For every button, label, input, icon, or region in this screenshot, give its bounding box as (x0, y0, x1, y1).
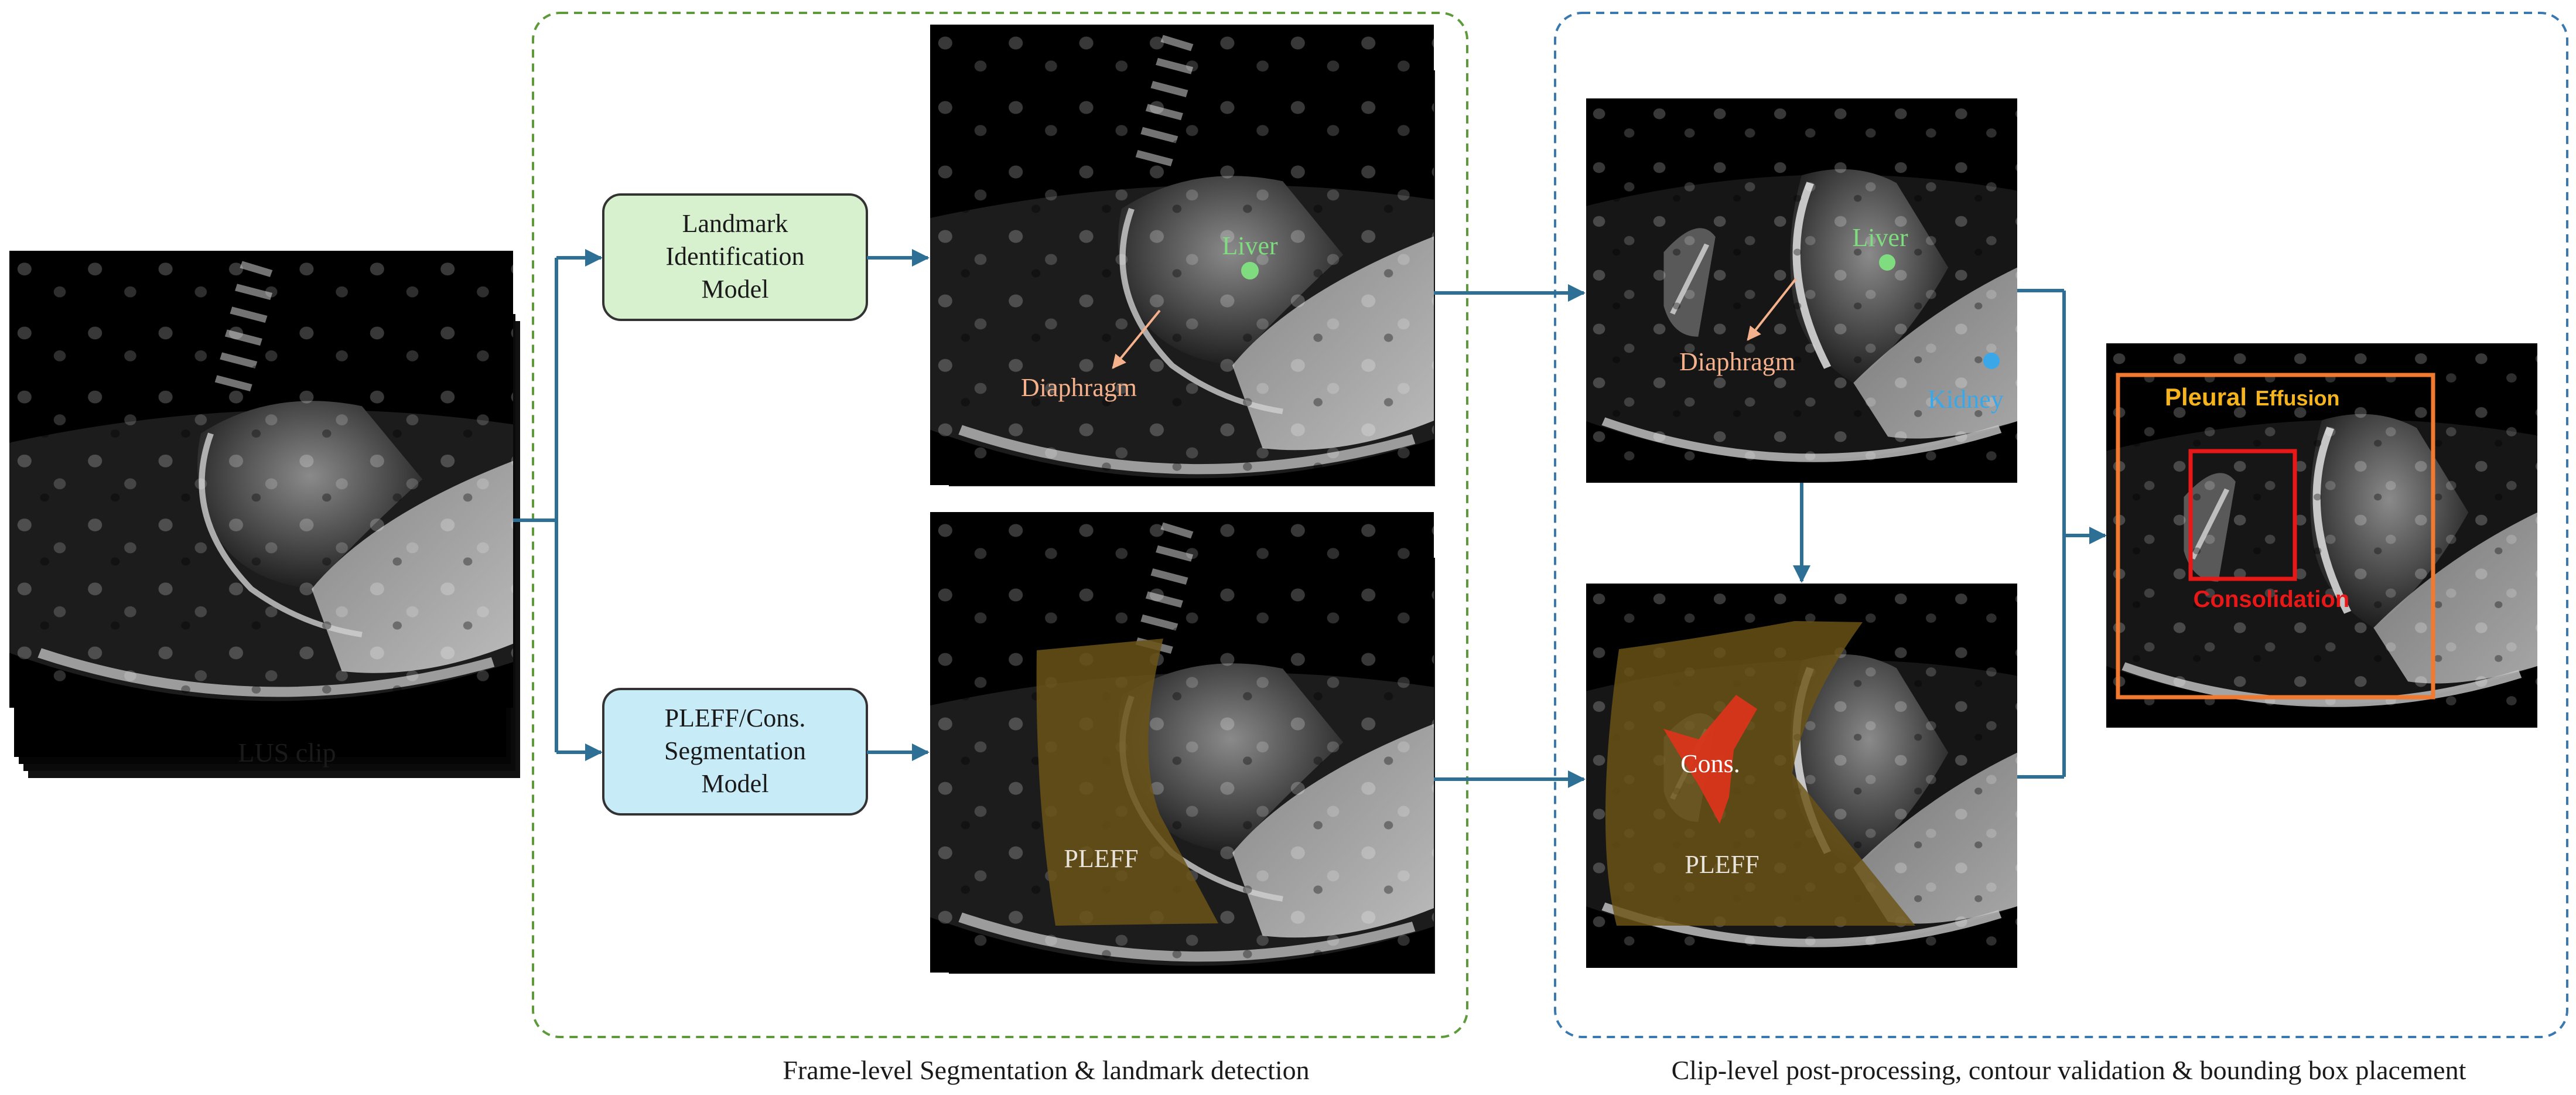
frame-landmark-image (930, 25, 1434, 485)
segmentation-model-line2: Segmentation (664, 736, 806, 765)
consolidation-label: Consolidation (2194, 586, 2350, 612)
segmentation-model-line1: PLEFF/Cons. (665, 704, 806, 732)
frame-pleff-label: PLEFF (1064, 844, 1138, 873)
effusion-word: Effusion (2256, 386, 2340, 410)
clip-landmark-image (1586, 98, 2017, 483)
frame-liver-label: Liver (1222, 231, 1278, 260)
frame-landmark-stack: Liver Diaphragm (930, 25, 1435, 486)
frame-level-group (532, 12, 1468, 1038)
clip-pleff-overlay (1605, 621, 1915, 926)
lus-clip-stack (9, 251, 520, 778)
frame-pleff-overlay (1036, 639, 1218, 926)
frame-segmentation-stack: PLEFF (930, 512, 1435, 974)
frame-to-clip-arrows (1434, 284, 1586, 788)
model-output-arrows (867, 249, 930, 761)
landmark-model-line2: Identification (665, 242, 804, 271)
pleural-word: Pleural (2165, 383, 2247, 411)
merge-arrows (2017, 289, 2107, 779)
liver-marker (1241, 262, 1259, 279)
clip-liver-marker (1879, 254, 1895, 271)
clip-cons-label: Cons. (1680, 749, 1740, 778)
clip-kidney-label: Kidney (1928, 385, 2004, 414)
clip-segmentation-panel: Cons. PLEFF (1586, 584, 2017, 968)
clip-diaphragm-label: Diaphragm (1679, 347, 1795, 376)
landmark-model-box: Landmark Identification Model (602, 193, 868, 321)
clip-liver-label: Liver (1852, 223, 1908, 252)
pleural-effusion-label: Pleural Effusion (2165, 383, 2340, 411)
landmark-model-line3: Model (702, 275, 769, 303)
clip-diaphragm-pointer (1747, 278, 1797, 341)
lus-clip-caption: LUS clip (238, 738, 336, 767)
clip-level-group (1554, 12, 2568, 1038)
lus-clip-frame (9, 251, 513, 708)
frame-level-caption: Frame-level Segmentation & landmark dete… (783, 1055, 1309, 1085)
consolidation-box (2188, 449, 2297, 581)
pleural-effusion-box (2116, 373, 2435, 700)
final-output-panel: Pleural Effusion Consolidation (2106, 343, 2537, 728)
clip-level-caption: Clip-level post-processing, contour vali… (1672, 1055, 2466, 1085)
kidney-marker (1983, 353, 2000, 369)
segmentation-model-line3: Model (702, 769, 769, 798)
input-branch-arrows (513, 249, 603, 761)
clip-landmark-panel: Liver Diaphragm Kidney (1586, 98, 2017, 483)
landmark-model-line1: Landmark (682, 209, 788, 238)
frame-diaphragm-label: Diaphragm (1021, 373, 1137, 402)
segmentation-model-box: PLEFF/Cons. Segmentation Model (602, 688, 868, 816)
clip-pleff-label: PLEFF (1685, 850, 1759, 879)
clip-cons-overlay (1663, 695, 1757, 824)
diaphragm-pointer (1112, 309, 1161, 369)
